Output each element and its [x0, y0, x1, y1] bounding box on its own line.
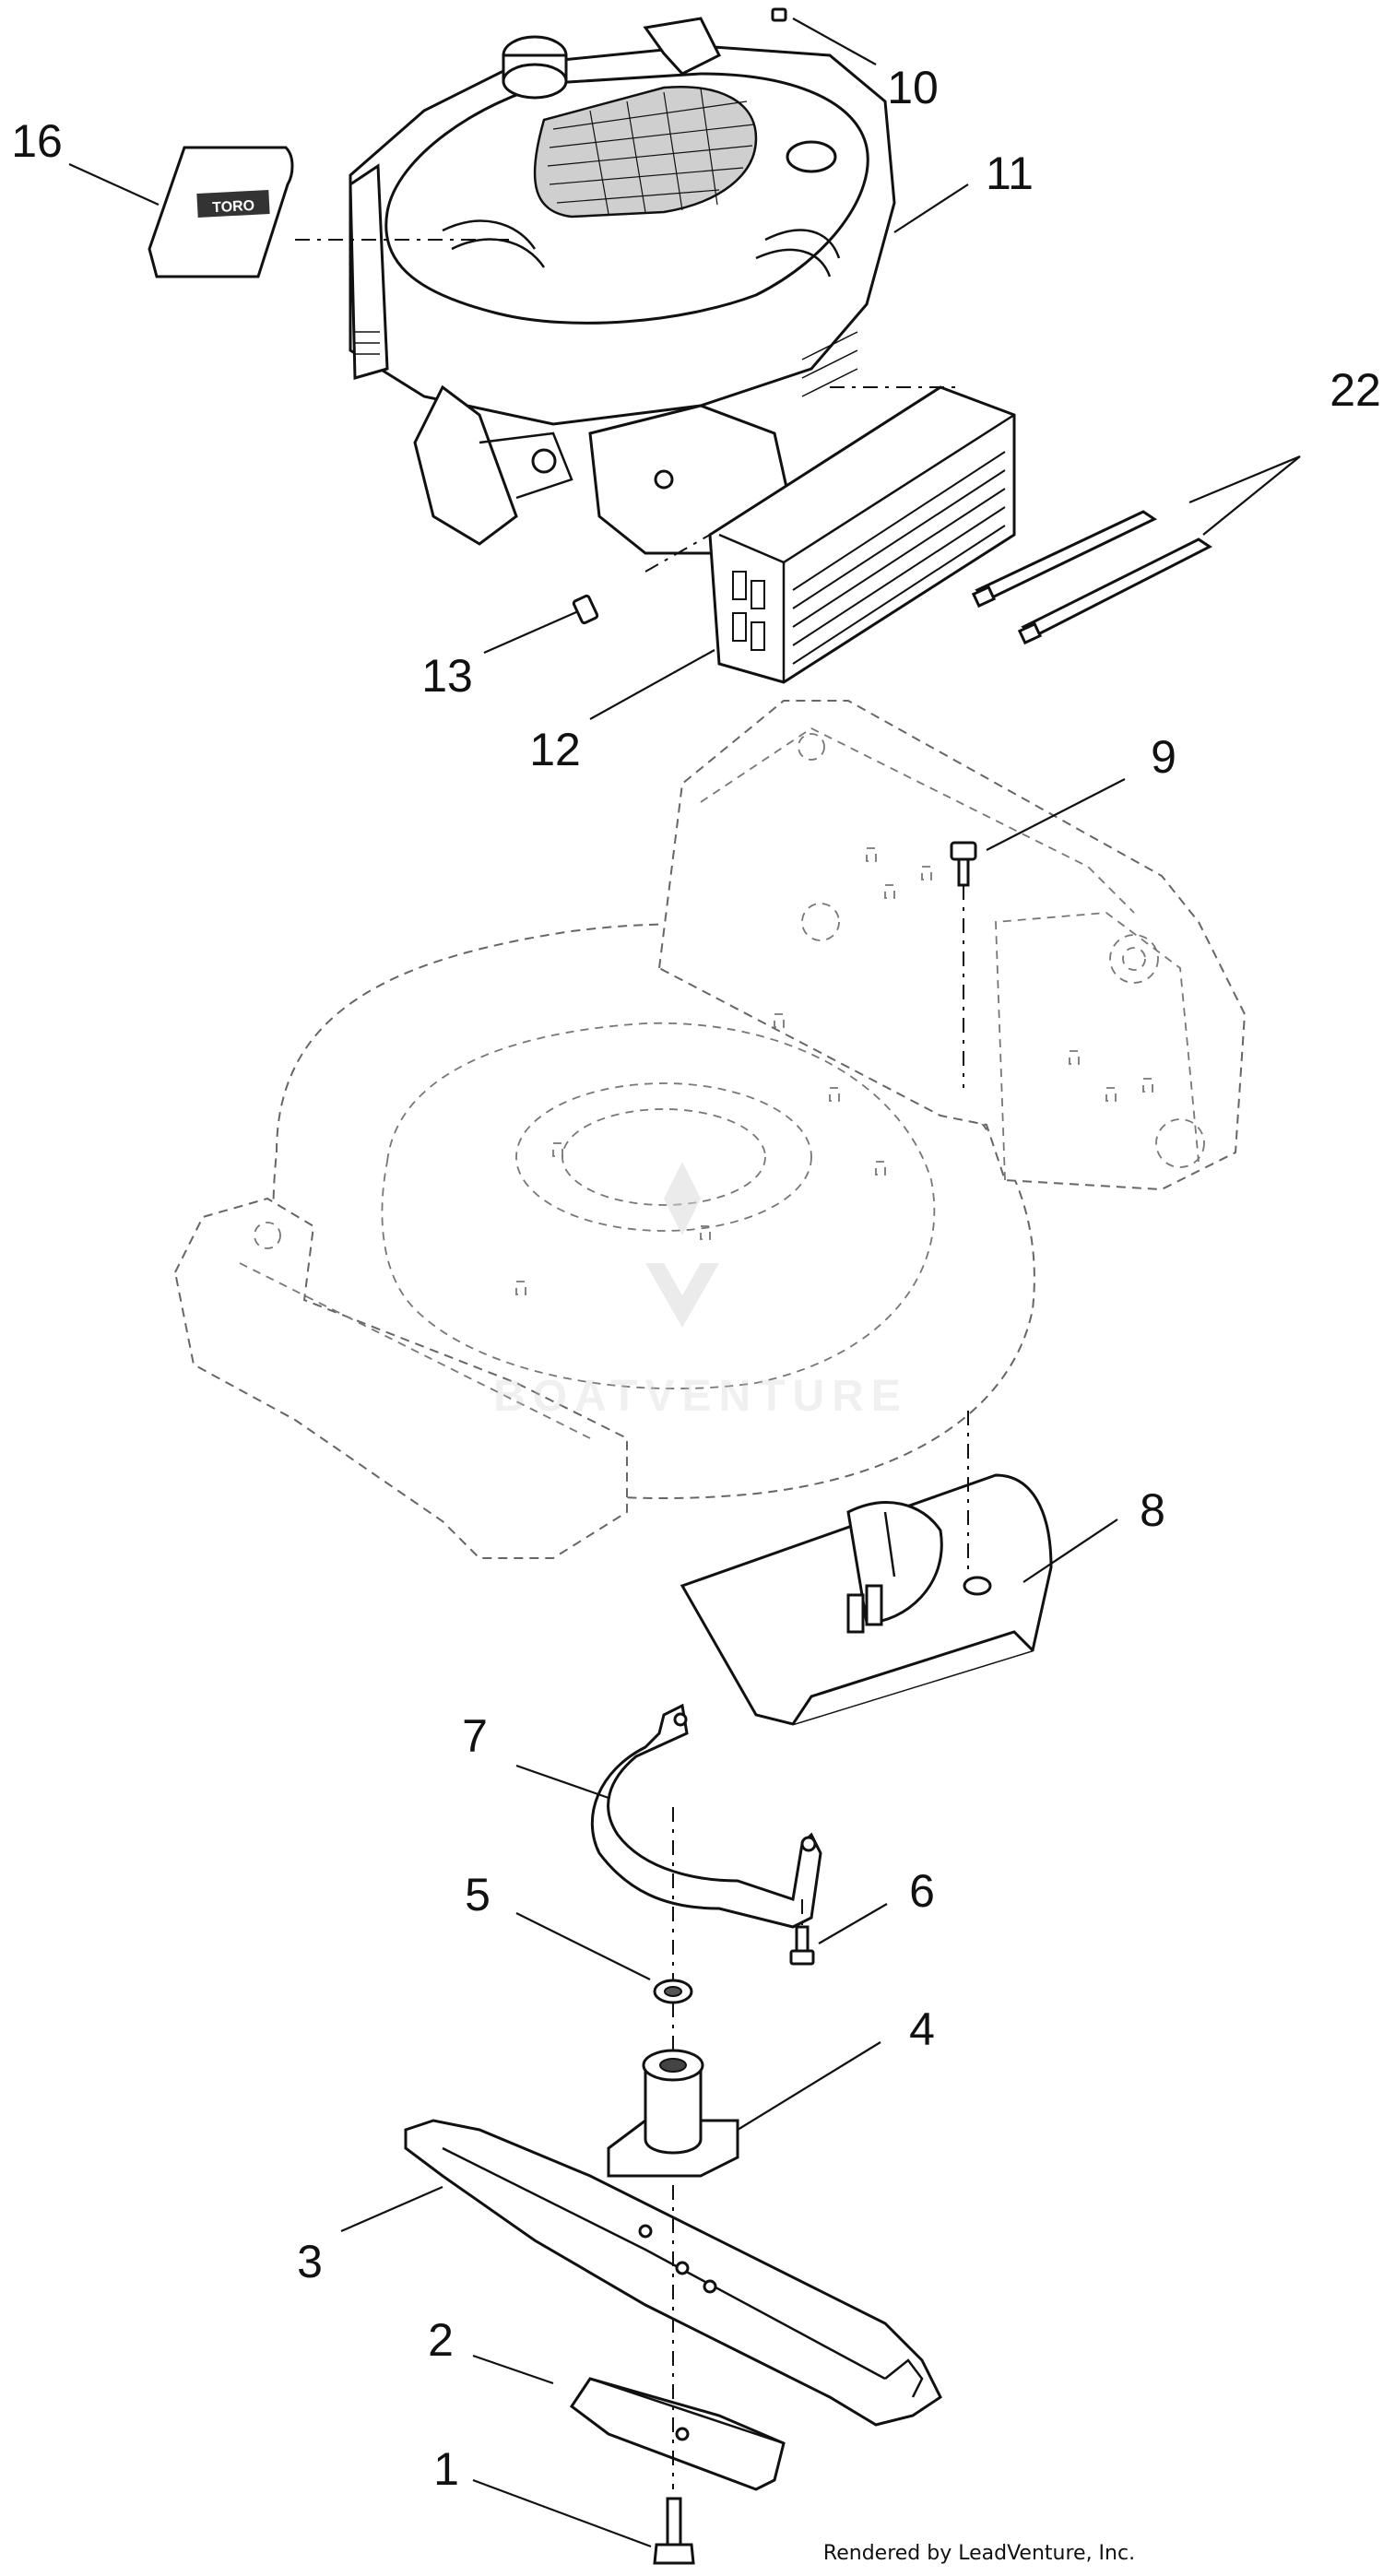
watermark: BOATVENTURE — [493, 1162, 908, 1421]
adapter-part-4 — [607, 2003, 739, 2178]
bolt-part-9 — [950, 841, 977, 1088]
callout-1: 1 — [433, 2443, 459, 2495]
callout-2: 2 — [428, 2314, 454, 2366]
callout-5: 5 — [465, 1869, 491, 1920]
cable-ties-part-22 — [971, 510, 1212, 645]
callout-11: 11 — [986, 148, 1034, 199]
screw-part-10 — [771, 7, 787, 22]
callout-13: 13 — [421, 650, 473, 702]
callout-22: 22 — [1330, 364, 1381, 416]
callout-10: 10 — [887, 62, 939, 113]
callout-12: 12 — [529, 724, 581, 775]
muffler-guard-part-12 — [644, 385, 1016, 684]
decal-text: TORO — [212, 198, 255, 216]
engine-part-11 — [349, 17, 896, 555]
callout-9: 9 — [1151, 731, 1176, 783]
render-credit: Rendered by LeadVenture, Inc. — [823, 2542, 1135, 2565]
blade-part-3 — [404, 2119, 942, 2427]
watermark-text: BOATVENTURE — [493, 1372, 908, 1421]
callout-4: 4 — [909, 2003, 935, 2055]
baffle-part-8 — [680, 1411, 1053, 1726]
leader-lines — [68, 18, 1301, 2548]
callout-8: 8 — [1140, 1484, 1165, 1536]
stiffener-part-2 — [569, 2185, 786, 2491]
bracket-part-7 — [590, 1703, 822, 1929]
callout-16: 16 — [11, 115, 63, 167]
screw-part-13 — [572, 594, 599, 625]
callout-6: 6 — [909, 1865, 935, 1917]
mower-deck — [173, 700, 1247, 1559]
bolt-part-1 — [653, 2497, 695, 2565]
callout-7: 7 — [462, 1710, 488, 1762]
decal-part-16: TORO — [148, 146, 516, 278]
callout-3: 3 — [297, 2236, 323, 2287]
bolt-part-6 — [789, 1899, 815, 1966]
callout-labels: 16 10 11 22 13 12 9 8 7 6 5 4 3 2 1 — [11, 62, 1381, 2495]
